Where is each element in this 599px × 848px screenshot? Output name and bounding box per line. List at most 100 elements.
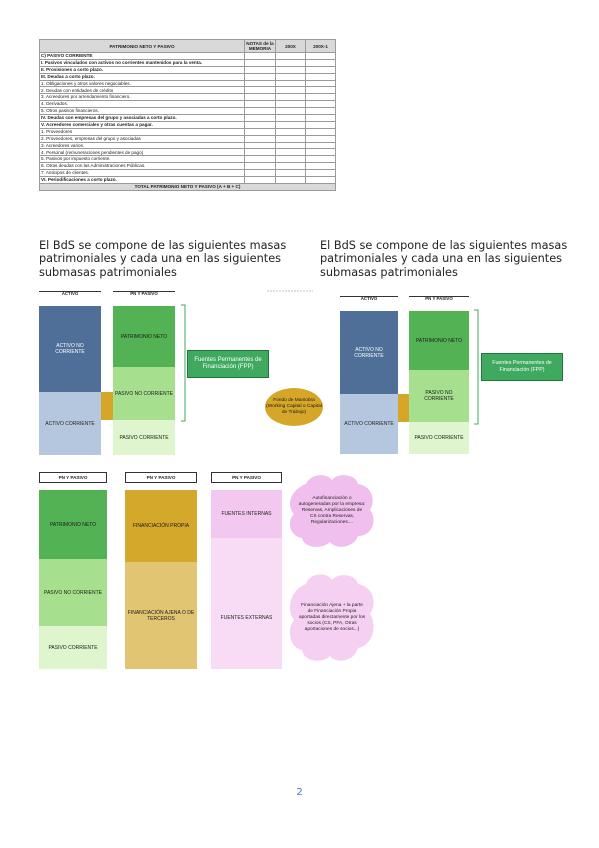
empty-cell: [275, 162, 306, 171]
empty-cell: [244, 127, 276, 136]
fuentes-internas: FUENTES INTERNAS: [211, 490, 282, 538]
row-label: VI. Periodificaciones a corto plazo.: [39, 176, 245, 184]
activo-corriente: ACTIVO CORRIENTE: [39, 392, 101, 455]
activo-header-line: [340, 296, 398, 297]
empty-cell: [244, 120, 276, 129]
row-label: 2. Deudas con entidades de crédito: [39, 86, 245, 95]
empty-cell: [244, 52, 276, 60]
empty-cell: [305, 65, 336, 74]
pasivo-corriente: PASIVO CORRIENTE: [113, 420, 175, 455]
row-label: IV. Deudas con empresas del grupo y asoc…: [39, 114, 245, 122]
empty-cell: [244, 93, 276, 102]
activo-header: ACTIVO: [61, 291, 79, 296]
pasivo-no-corriente: PASIVO NO CORRIENTE: [39, 559, 107, 626]
empty-cell: [275, 169, 306, 178]
empty-cell: [275, 107, 306, 116]
empty-cell: [275, 79, 306, 88]
empty-cell: [244, 141, 276, 150]
empty-cell: [305, 127, 336, 136]
pn-header-line: [113, 291, 175, 292]
row-label: 5. Otros pasivos financieros.: [39, 107, 245, 116]
activo-header-line: [39, 291, 101, 292]
table-row: 4. Personal (remuneraciones pendientes d…: [39, 148, 336, 157]
page-number: 2: [296, 787, 303, 798]
cloud-shape: [289, 475, 374, 547]
activo-corriente: ACTIVO CORRIENTE: [340, 394, 398, 454]
empty-cell: [305, 134, 336, 143]
row-label: 4. Personal (remuneraciones pendientes d…: [39, 148, 245, 157]
empty-cell: [275, 148, 306, 157]
empty-cell: [244, 134, 276, 143]
empty-cell: [244, 155, 276, 164]
empty-cell: [275, 72, 306, 81]
empty-cell: [244, 162, 276, 171]
fm-band: [398, 394, 409, 422]
table-row: V. Acreedores comerciales y otras cuenta…: [39, 120, 336, 129]
empty-cell: [305, 58, 336, 67]
financiacion-propia: FINANCIACIÓN PROPIA: [125, 490, 197, 562]
column-header: PATRIMONIO NETO Y PASIVO: [39, 39, 245, 53]
activo-no-corriente: ACTIVO NO CORRIENTE: [340, 311, 398, 394]
empty-cell: [305, 72, 336, 81]
heading-right: El BdS se compone de las siguientes masa…: [320, 239, 568, 279]
table-row: 2. Proveedores, empresas del grupo y aso…: [39, 134, 336, 143]
row-label: II. Provisiones a corto plazo.: [39, 65, 245, 74]
empty-cell: [275, 134, 306, 143]
empty-cell: [275, 114, 306, 122]
empty-cell: [275, 176, 306, 184]
row-label: 7. Anticipos de clientes.: [39, 169, 245, 178]
empty-cell: [244, 72, 276, 81]
pasivo-no-corriente: PASIVO NO CORRIENTE: [113, 367, 175, 420]
fpp-box: Fuentes Permanentes de Financiación (FPP…: [481, 353, 563, 381]
empty-cell: [244, 176, 276, 184]
empty-cell: [305, 79, 336, 88]
empty-cell: [275, 65, 306, 74]
row-label: 1. Proveedores: [39, 127, 245, 136]
fpp-box: Fuentes Permanentes de Financiación (FPP…: [187, 350, 269, 378]
cloud-externas: Financiación Ajena + la parte de Financi…: [286, 570, 378, 666]
table-row: 3. Acreedores varios.: [39, 141, 336, 150]
pn-header: PN Y PASIVO: [130, 291, 158, 296]
row-label: C) PASIVO CORRIENTE: [39, 52, 245, 60]
row-label: 5. Pasivos por impuesto corriente.: [39, 155, 245, 164]
empty-cell: [275, 127, 306, 136]
table-row: III. Deudas a corto plazo.: [39, 72, 336, 81]
table-row: 1. Proveedores: [39, 127, 336, 136]
cloud-internas: Autofinanciación o autogeneradas por la …: [286, 470, 378, 552]
empty-cell: [275, 100, 306, 109]
col2-header: PN Y PASIVO: [125, 472, 197, 483]
table-row: C) PASIVO CORRIENTE: [39, 52, 336, 60]
empty-cell: [275, 155, 306, 164]
row-label: 4. Derivados.: [39, 100, 245, 109]
empty-cell: [305, 100, 336, 109]
fuentes-internas-extension: [211, 538, 282, 567]
empty-cell: [305, 141, 336, 150]
table-row: IV. Deudas con empresas del grupo y asoc…: [39, 114, 336, 122]
pasivo-corriente: PASIVO CORRIENTE: [39, 626, 107, 669]
heading-left: El BdS se compone de las siguientes masa…: [39, 239, 287, 279]
patrimonio-neto: PATRIMONIO NETO: [39, 490, 107, 559]
fpp-bracket: [474, 309, 479, 425]
row-label: III. Deudas a corto plazo.: [39, 72, 245, 81]
balance-table: PATRIMONIO NETO Y PASIVO NOTAS de la MEM…: [39, 39, 336, 191]
row-label: 3. Acreedores varios.: [39, 141, 245, 150]
row-label: 3. Acreedores por arrendamiento financie…: [39, 93, 245, 102]
row-label: I. Pasivos vinculados con activos no cor…: [39, 58, 245, 67]
empty-cell: [305, 155, 336, 164]
empty-cell: [305, 52, 336, 60]
empty-cell: [244, 169, 276, 178]
empty-cell: [305, 148, 336, 157]
empty-cell: [244, 100, 276, 109]
table-row: VI. Periodificaciones a corto plazo.: [39, 176, 336, 184]
table-header-row: PATRIMONIO NETO Y PASIVO NOTAS de la MEM…: [39, 39, 336, 53]
cloud-internas-text: Autofinanciación o autogeneradas por la …: [298, 495, 366, 526]
row-label: 2. Proveedores, empresas del grupo y aso…: [39, 134, 245, 143]
empty-cell: [305, 176, 336, 184]
pasivo-no-corriente: PASIVO NO CORRIENTE: [409, 370, 469, 422]
empty-cell: [275, 120, 306, 129]
empty-cell: [305, 120, 336, 129]
table-row: 4. Derivados.: [39, 100, 336, 109]
row-label: V. Acreedores comerciales y otras cuenta…: [39, 120, 245, 129]
fm-band: [101, 392, 113, 420]
empty-cell: [275, 58, 306, 67]
